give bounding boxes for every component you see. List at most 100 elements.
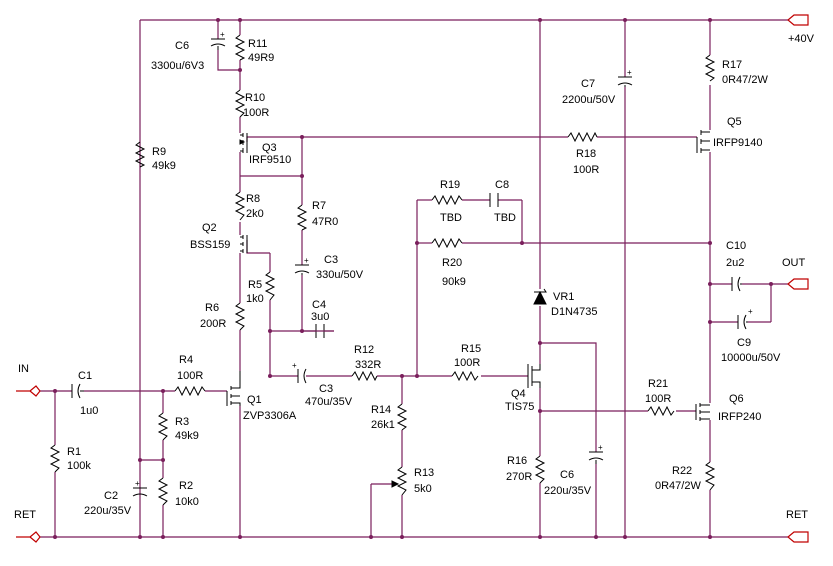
capacitor-c6-bottom: + <box>588 443 604 464</box>
value-r11: 49R9 <box>248 52 274 64</box>
resistor-r14 <box>396 403 408 431</box>
ref-r14: R14 <box>371 404 391 416</box>
value-r10: 100R <box>243 107 269 119</box>
port-out <box>787 278 809 290</box>
value-q5: IRFP9140 <box>713 137 763 149</box>
ref-q4: Q4 <box>511 388 526 400</box>
value-r1: 100k <box>67 460 91 472</box>
ref-r13: R13 <box>414 467 434 479</box>
svg-text:+: + <box>627 68 632 77</box>
return-right-label: RET <box>786 509 808 521</box>
value-q4: TIS75 <box>505 401 534 413</box>
resistor-r15 <box>451 370 479 382</box>
mosfet-q1 <box>226 371 241 406</box>
ref-r16: R16 <box>507 455 527 467</box>
value-r8: 2k0 <box>246 208 264 220</box>
ref-r21: R21 <box>648 378 668 390</box>
ref-r20: R20 <box>442 257 462 269</box>
ref-q5: Q5 <box>727 116 742 128</box>
ref-q3: Q3 <box>262 142 277 154</box>
component-labels: C6 3300u/6V3 R11 49R9 R10 100R Q3 IRF951… <box>67 38 781 517</box>
value-r21: 100R <box>645 393 671 405</box>
ref-q2: Q2 <box>202 222 217 234</box>
resistor-r11 <box>234 34 246 61</box>
value-c6-top: 3300u/6V3 <box>151 60 204 72</box>
value-r9: 49k9 <box>152 160 176 172</box>
junction-dots <box>53 18 773 539</box>
ref-r6: R6 <box>205 302 219 314</box>
mosfet-q6 <box>695 403 710 421</box>
ref-vr1: VR1 <box>553 291 574 303</box>
resistor-r13 <box>396 466 408 496</box>
value-r5: 1k0 <box>246 293 264 305</box>
value-r2: 10k0 <box>175 496 199 508</box>
ref-r4: R4 <box>179 354 193 366</box>
svg-text:+: + <box>292 361 297 370</box>
value-c3-330u: 330u/50V <box>316 269 364 281</box>
resistor-r19 <box>431 194 463 206</box>
capacitor-c1 <box>71 383 84 399</box>
value-r12: 332R <box>355 359 381 371</box>
ref-r22: R22 <box>672 465 692 477</box>
ref-c6-bottom: C6 <box>560 469 574 481</box>
value-r14: 26k1 <box>371 419 395 431</box>
resistor-r9 <box>134 141 146 168</box>
ref-r7: R7 <box>312 200 326 212</box>
resistor-symbols <box>49 34 716 506</box>
resistor-r12 <box>351 370 378 382</box>
ref-r19: R19 <box>440 179 460 191</box>
capacitor-c2: + <box>132 479 148 497</box>
ref-c9: C9 <box>737 337 751 349</box>
resistor-r7 <box>296 204 308 231</box>
value-r3: 49k9 <box>175 430 199 442</box>
output-label: OUT <box>782 257 806 269</box>
resistor-r16 <box>534 455 546 484</box>
value-c1: 1u0 <box>80 405 98 417</box>
supply-label: +40V <box>788 33 815 45</box>
value-r17: 0R47/2W <box>722 74 768 86</box>
value-q1: ZVP3306A <box>243 410 297 422</box>
value-r18: 100R <box>573 164 599 176</box>
resistor-r18 <box>567 131 598 143</box>
zener-vr1 <box>533 288 547 305</box>
return-left-label: RET <box>14 509 36 521</box>
value-c9: 10000u/50V <box>721 352 781 364</box>
value-r7: 47R0 <box>312 216 338 228</box>
ref-r1: R1 <box>67 446 81 458</box>
resistor-r3 <box>157 412 169 441</box>
ref-r11: R11 <box>248 38 267 50</box>
ref-c2: C2 <box>104 490 118 502</box>
ref-c8: C8 <box>495 179 509 191</box>
value-c2: 220u/35V <box>84 505 132 517</box>
port-ret-right <box>787 531 809 543</box>
value-c8: TBD <box>494 212 516 224</box>
value-c7: 2200u/50V <box>562 94 616 106</box>
ref-c3-330u: C3 <box>324 254 338 266</box>
value-c6-bottom: 220u/35V <box>544 485 592 497</box>
ref-r10: R10 <box>245 92 265 104</box>
svg-text:+: + <box>220 30 225 39</box>
value-c10: 2u2 <box>726 257 744 269</box>
svg-text:+: + <box>135 479 140 488</box>
value-r4: 100R <box>177 370 203 382</box>
capacitor-c9: + <box>737 307 753 330</box>
capacitor-c8 <box>489 193 499 207</box>
rail-labels: +40V OUT IN RET RET <box>14 33 815 521</box>
mosfet-q5 <box>696 130 710 153</box>
resistor-r4 <box>174 385 206 397</box>
resistor-r17 <box>704 54 716 82</box>
capacitor-c3-470u: + <box>292 361 307 384</box>
ref-q1: Q1 <box>247 394 262 406</box>
svg-text:+: + <box>748 307 753 316</box>
value-q2: BSS159 <box>190 239 230 251</box>
resistor-r22 <box>704 461 716 491</box>
resistor-r20 <box>431 237 463 249</box>
resistor-r8 <box>234 191 246 221</box>
value-r13: 5k0 <box>414 483 432 495</box>
ref-c1: C1 <box>78 370 92 382</box>
value-r19: TBD <box>440 212 462 224</box>
capacitor-c3-330u: + <box>294 256 310 275</box>
ref-r3: R3 <box>175 416 189 428</box>
capacitor-c10 <box>731 276 742 292</box>
